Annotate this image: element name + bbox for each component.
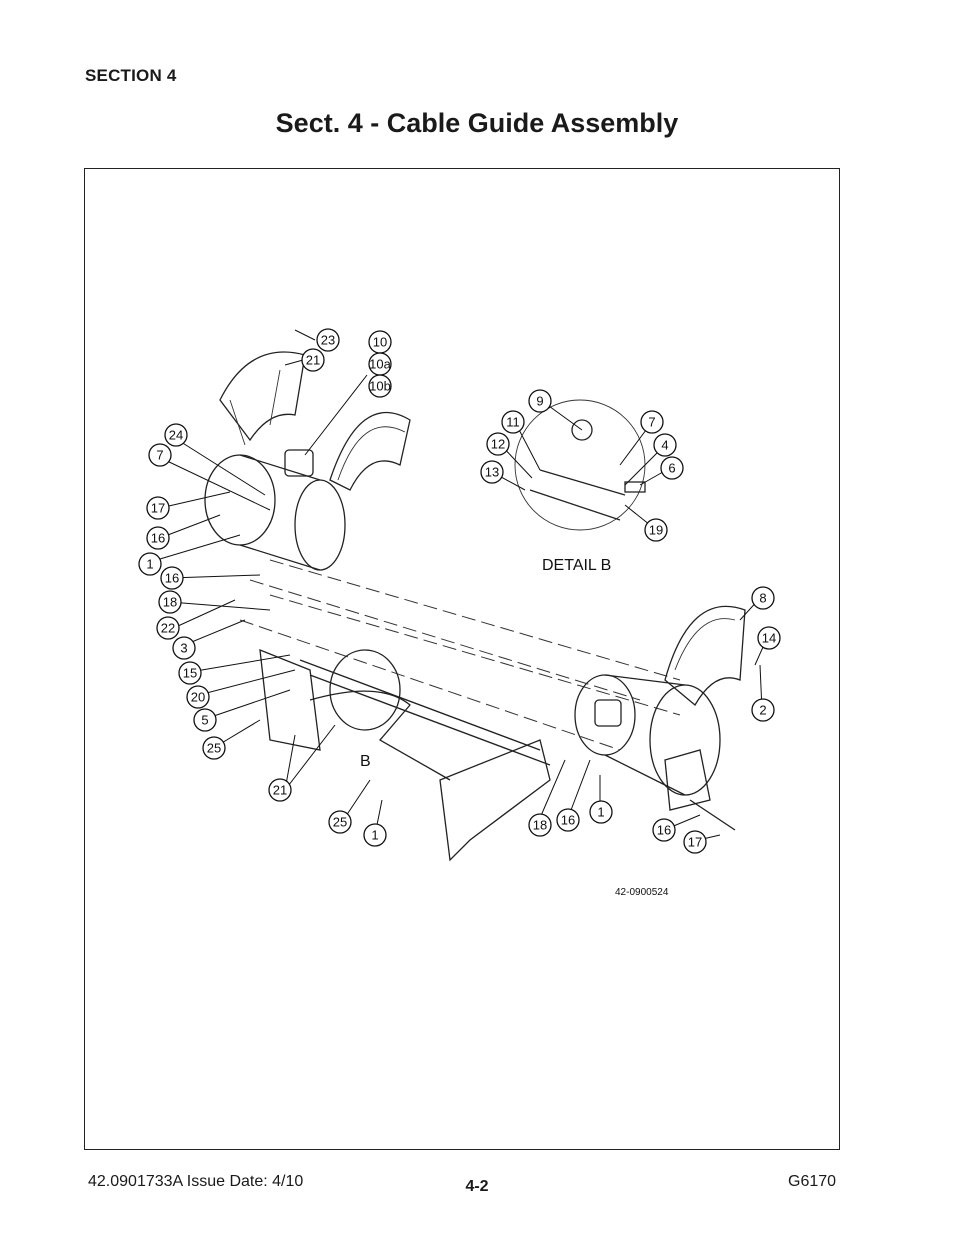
svg-text:21: 21 (273, 783, 287, 798)
svg-text:11: 11 (506, 415, 520, 430)
svg-text:10b: 10b (369, 379, 391, 394)
page-number: 4-2 (465, 1178, 489, 1195)
svg-text:25: 25 (207, 741, 221, 756)
svg-text:18: 18 (163, 595, 177, 610)
svg-text:16: 16 (151, 531, 165, 546)
svg-text:16: 16 (657, 823, 671, 838)
exploded-view-diagram: DETAIL B B 42-0900524 23 21 10 10a 10b 2… (138, 328, 781, 898)
svg-text:3: 3 (180, 641, 187, 656)
section-heading: SECTION 4 (85, 66, 177, 85)
svg-text:10a: 10a (369, 357, 391, 372)
callouts: 23 21 10 10a 10b 24 7 17 16 1 16 18 22 3… (138, 328, 781, 854)
svg-text:17: 17 (688, 835, 702, 850)
svg-text:23: 23 (321, 333, 335, 348)
svg-text:16: 16 (561, 813, 575, 828)
svg-text:8: 8 (759, 591, 766, 606)
svg-text:15: 15 (183, 666, 197, 681)
svg-text:13: 13 (485, 465, 499, 480)
svg-text:16: 16 (165, 571, 179, 586)
figure-frame (84, 168, 840, 1150)
document-number: 42.0901733A Issue Date: 4/10 (88, 1173, 304, 1190)
page-title: Sect. 4 - Cable Guide Assembly (275, 108, 679, 138)
svg-text:21: 21 (306, 353, 320, 368)
svg-text:7: 7 (648, 415, 655, 430)
svg-text:4: 4 (661, 438, 668, 453)
view-marker: B (360, 753, 371, 770)
model-number: G6170 (788, 1173, 837, 1190)
detail-label: DETAIL B (542, 557, 611, 574)
svg-text:9: 9 (536, 394, 543, 409)
svg-text:5: 5 (201, 713, 208, 728)
svg-text:1: 1 (597, 805, 604, 820)
svg-text:1: 1 (146, 557, 153, 572)
svg-text:1: 1 (371, 828, 378, 843)
svg-text:7: 7 (156, 448, 163, 463)
svg-text:19: 19 (649, 523, 663, 538)
drawing-number: 42-0900524 (615, 887, 669, 898)
svg-text:10: 10 (373, 335, 387, 350)
svg-text:2: 2 (759, 703, 766, 718)
svg-text:22: 22 (161, 621, 175, 636)
svg-text:6: 6 (668, 461, 675, 476)
svg-text:17: 17 (151, 501, 165, 516)
svg-text:20: 20 (191, 690, 205, 705)
svg-text:25: 25 (333, 815, 347, 830)
svg-text:14: 14 (762, 631, 776, 646)
svg-text:18: 18 (533, 818, 547, 833)
svg-text:24: 24 (169, 428, 183, 443)
svg-text:12: 12 (491, 437, 505, 452)
